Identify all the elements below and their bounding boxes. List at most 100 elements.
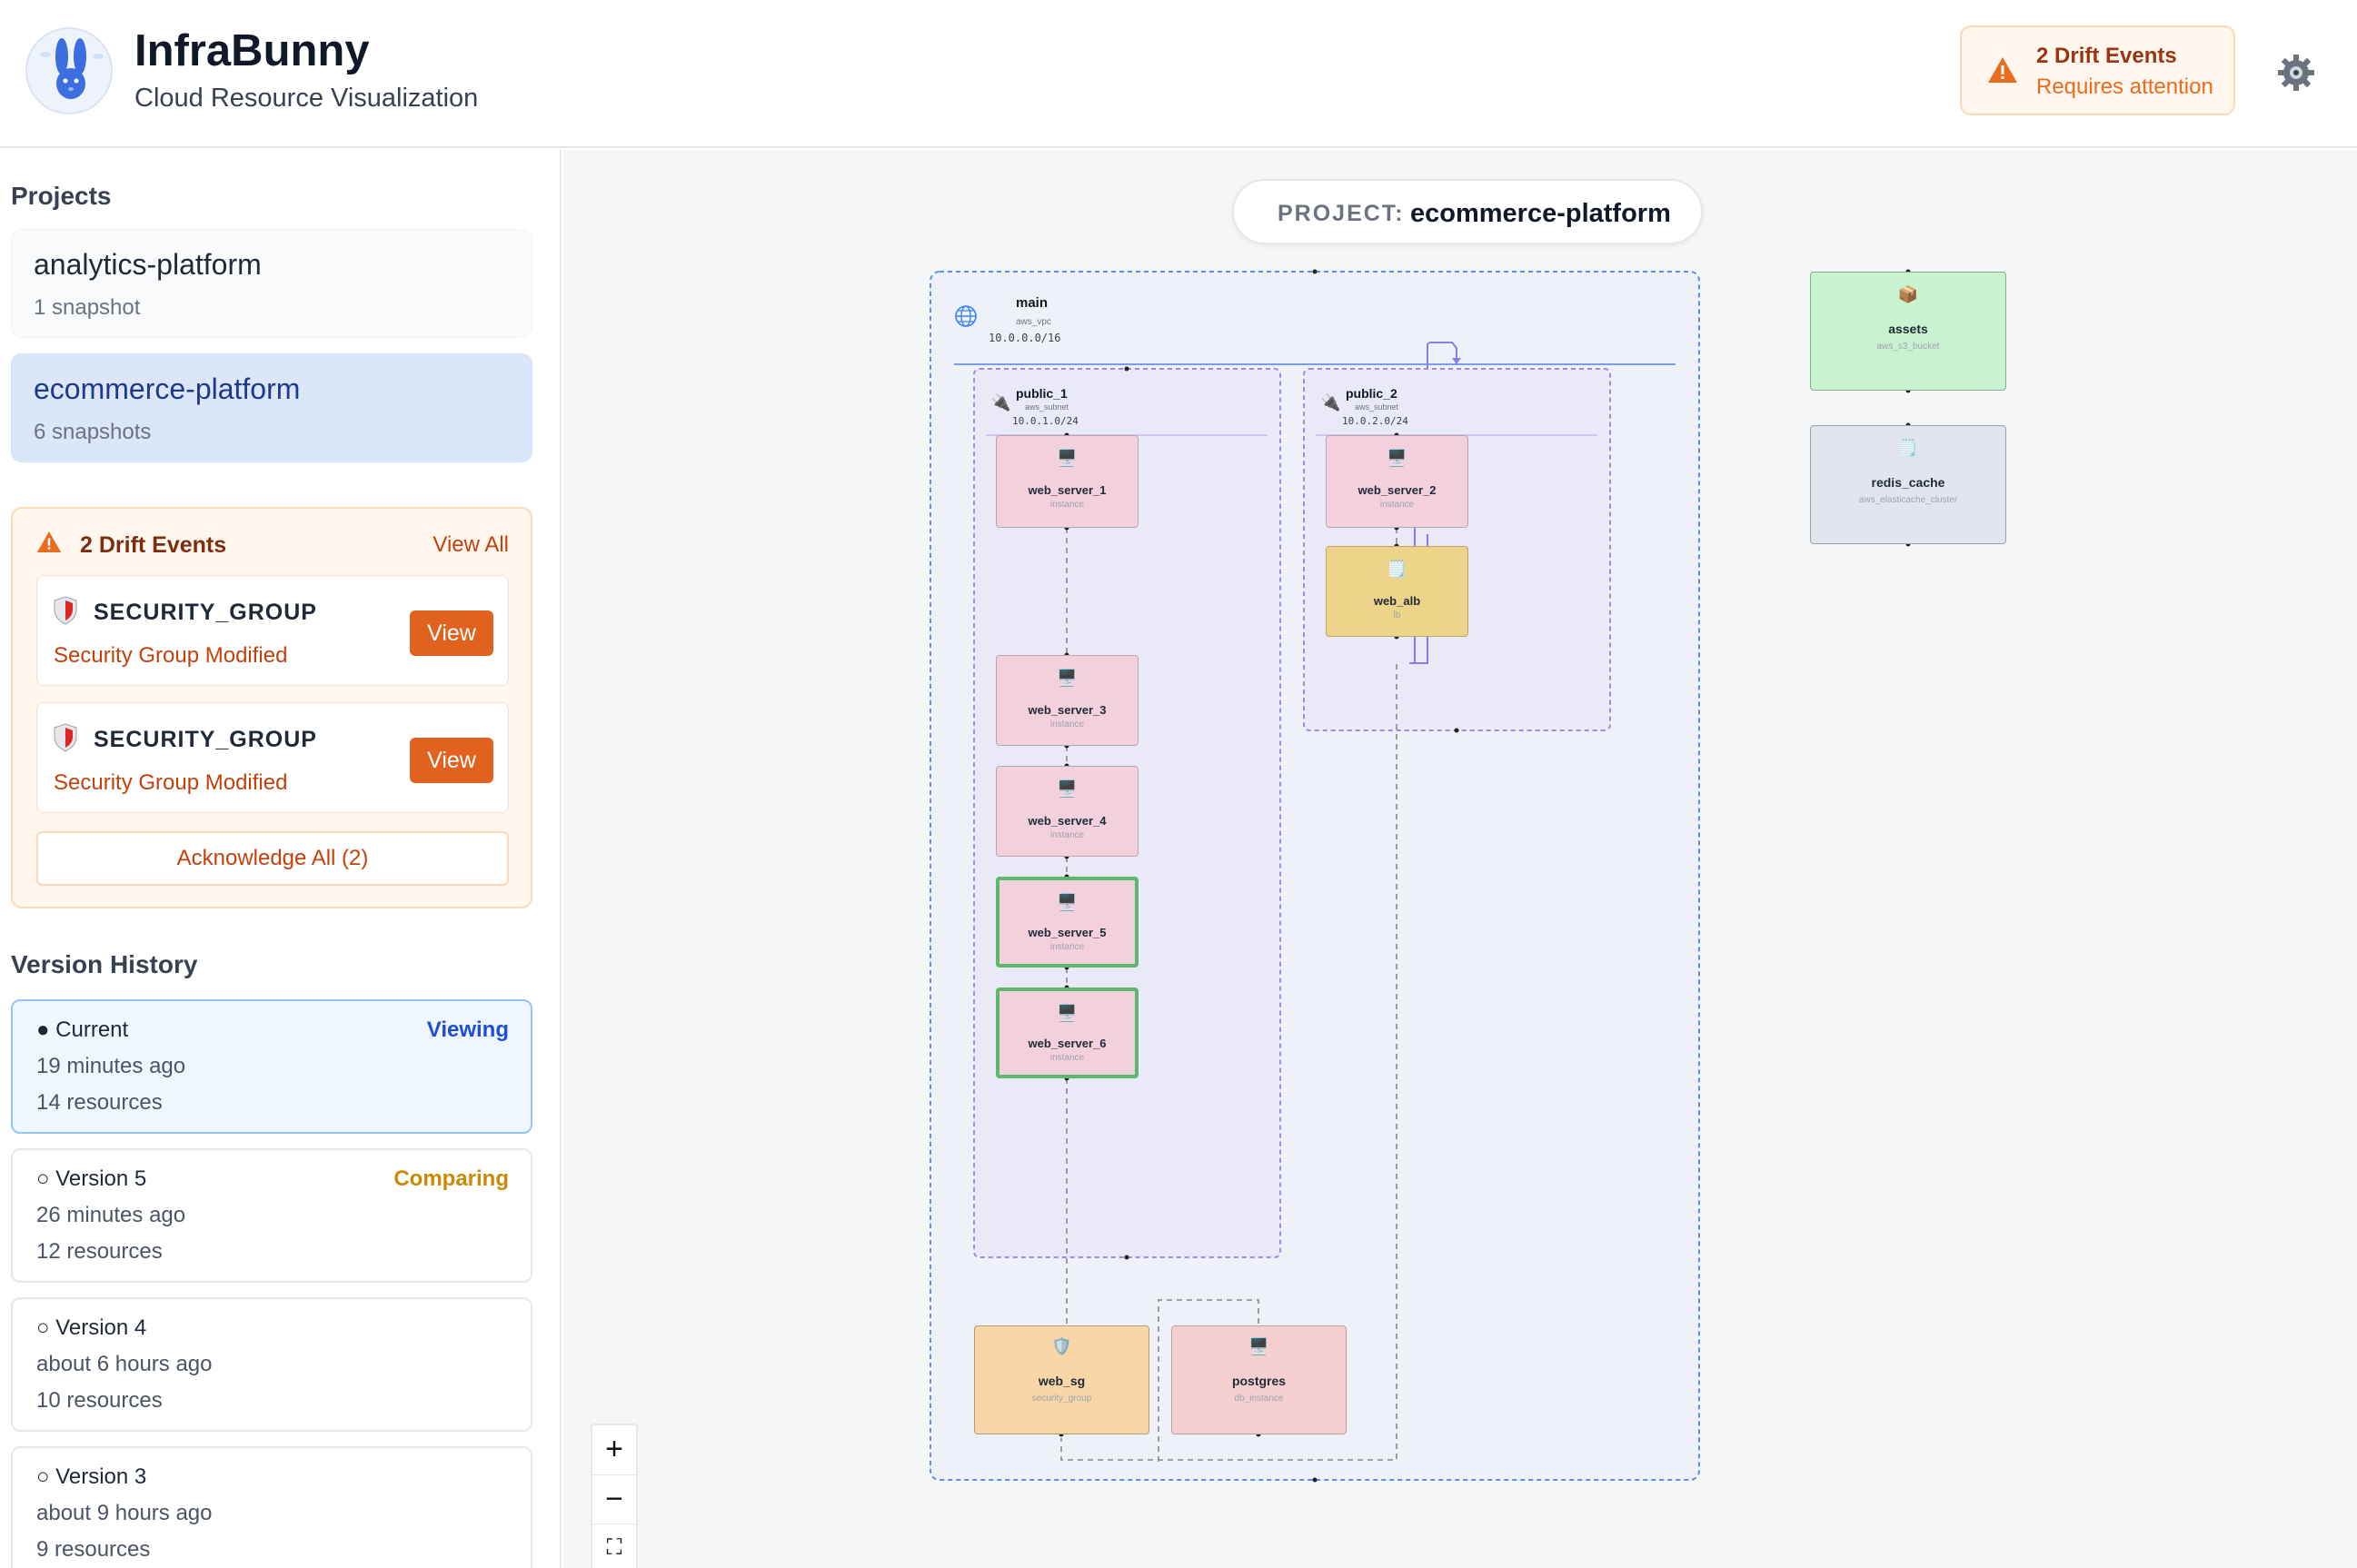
- monitor-icon: 🖥️: [1057, 1004, 1078, 1022]
- drift-event-item: SECURITY_GROUP Security Group Modified V…: [36, 575, 509, 686]
- node-redis-cache[interactable]: 🗒️ redis_cache aws_elasticache_cluster: [1810, 425, 2006, 544]
- comparing-badge: Comparing: [393, 1166, 509, 1191]
- project-item-ecommerce-platform[interactable]: ecommerce-platform 6 snapshots: [11, 353, 532, 462]
- zoom-in-button[interactable]: +: [605, 1432, 623, 1466]
- acknowledge-all-button[interactable]: Acknowledge All (2): [36, 831, 509, 886]
- plug-icon: 🔌: [1320, 393, 1341, 412]
- node-name: redis_cache: [1871, 475, 1945, 490]
- version-item-3[interactable]: ○ Version 3 about 9 hours ago 9 resource…: [11, 1446, 532, 1568]
- node-type: instance: [1379, 500, 1415, 510]
- node-assets[interactable]: 📦 assets aws_s3_bucket: [1810, 272, 2006, 391]
- subnet-cidr: 10.0.1.0/24: [1012, 415, 1079, 427]
- globe-icon: [954, 304, 978, 332]
- node-web-server-4[interactable]: 🖥️ web_server_4 instance: [996, 766, 1139, 857]
- node-name: web_server_6: [1028, 1037, 1107, 1050]
- app-title: InfraBunny: [134, 26, 370, 75]
- shield-icon: [54, 596, 77, 630]
- node-name: web_server_1: [1028, 483, 1107, 497]
- version-item-current[interactable]: ● Current 19 minutes ago 14 resources Vi…: [11, 999, 532, 1134]
- sidebar: Projects analytics-platform 1 snapshot e…: [0, 150, 562, 1568]
- node-type: security_group: [1031, 1394, 1092, 1404]
- warning-icon: [1987, 56, 2018, 88]
- version-item-5[interactable]: ○ Version 5 26 minutes ago 12 resources …: [11, 1148, 532, 1283]
- drift-alert-subtitle: Requires attention: [2036, 74, 2213, 99]
- node-web-server-1[interactable]: 🖥️ web_server_1 instance: [996, 435, 1139, 528]
- drift-events-panel: 2 Drift Events View All SECURITY_GROUP S…: [11, 507, 532, 908]
- project-label-pill: PROJECT: ecommerce-platform: [1232, 179, 1703, 244]
- node-type: instance: [1049, 500, 1085, 510]
- subnet-type: aws_subnet: [1355, 402, 1399, 412]
- version-history-heading: Version History: [11, 950, 198, 978]
- zoom-controls: + − ⛶: [591, 1424, 638, 1568]
- monitor-icon: 🖥️: [1057, 779, 1078, 798]
- node-type: instance: [1049, 830, 1085, 840]
- node-name: web_server_4: [1028, 814, 1107, 828]
- node-type: aws_elasticache_cluster: [1858, 495, 1958, 505]
- node-name: web_server_2: [1358, 483, 1437, 497]
- app-header: InfraBunny Cloud Resource Visualization …: [0, 0, 2357, 148]
- drift-event-description: Security Group Modified: [54, 643, 288, 668]
- version-time: 19 minutes ago: [36, 1054, 186, 1078]
- project-name: analytics-platform: [34, 248, 262, 281]
- node-type: aws_s3_bucket: [1876, 342, 1940, 352]
- monitor-icon: 🖥️: [1057, 893, 1078, 911]
- node-name: web_server_5: [1028, 926, 1107, 939]
- drift-event-description: Security Group Modified: [54, 770, 288, 795]
- drift-event-type: SECURITY_GROUP: [94, 600, 317, 625]
- viewing-badge: Viewing: [426, 1017, 509, 1042]
- graph-canvas[interactable]: PROJECT: ecommerce-platform main aws_vpc…: [563, 150, 2357, 1568]
- node-web-alb[interactable]: 🗒️ web_alb lb: [1326, 546, 1468, 637]
- project-value: ecommerce-platform: [1410, 199, 1671, 228]
- subnet-name: public_1: [1016, 386, 1068, 401]
- version-resources: 10 resources: [36, 1388, 163, 1413]
- monitor-icon: 🖥️: [1387, 449, 1407, 467]
- project-name: ecommerce-platform: [34, 372, 301, 405]
- node-name: postgres: [1231, 1374, 1287, 1388]
- node-web-server-2[interactable]: 🖥️ web_server_2 instance: [1326, 435, 1468, 528]
- project-snapshot-count: 1 snapshot: [34, 295, 141, 320]
- view-drift-button[interactable]: View: [410, 738, 493, 783]
- graph-edges-layer: [930, 269, 1911, 1483]
- version-label: ○ Version 5: [36, 1166, 147, 1191]
- version-time: about 9 hours ago: [36, 1501, 213, 1525]
- fit-view-button[interactable]: ⛶: [592, 1523, 636, 1568]
- version-resources: 9 resources: [36, 1537, 151, 1562]
- project-snapshot-count: 6 snapshots: [34, 420, 152, 444]
- warning-icon: [36, 531, 62, 558]
- node-type: db_instance: [1234, 1394, 1284, 1404]
- version-item-4[interactable]: ○ Version 4 about 6 hours ago 10 resourc…: [11, 1297, 532, 1432]
- node-web-server-5[interactable]: 🖥️ web_server_5 instance: [996, 877, 1139, 968]
- node-name: web_sg: [1038, 1374, 1086, 1388]
- view-drift-button[interactable]: View: [410, 610, 493, 656]
- monitor-icon: 🖥️: [1057, 449, 1078, 467]
- package-icon: 📦: [1897, 285, 1919, 303]
- node-web-sg[interactable]: 🛡️ web_sg security_group: [974, 1325, 1149, 1434]
- drift-events-title: 2 Drift Events: [80, 532, 227, 558]
- zoom-out-button[interactable]: −: [592, 1474, 636, 1522]
- shield-icon: [54, 723, 77, 757]
- node-name: assets: [1888, 322, 1928, 336]
- node-name: web_alb: [1373, 594, 1421, 608]
- gear-icon[interactable]: [2274, 51, 2318, 94]
- version-resources: 12 resources: [36, 1239, 163, 1264]
- shield-icon: 🛡️: [1051, 1337, 1072, 1355]
- node-type: instance: [1049, 942, 1085, 952]
- bunny-logo-icon: [25, 27, 113, 114]
- monitor-icon: 🖥️: [1057, 669, 1078, 687]
- vpc-type: aws_vpc: [1016, 317, 1051, 327]
- node-type: instance: [1049, 719, 1085, 729]
- node-web-server-6[interactable]: 🖥️ web_server_6 instance: [996, 987, 1139, 1078]
- version-label: ● Current: [36, 1017, 129, 1042]
- version-time: 26 minutes ago: [36, 1203, 186, 1227]
- view-all-link[interactable]: View All: [433, 532, 509, 557]
- drift-event-type: SECURITY_GROUP: [94, 727, 317, 752]
- projects-heading: Projects: [11, 182, 112, 210]
- app-subtitle: Cloud Resource Visualization: [134, 84, 479, 113]
- drift-alert-banner[interactable]: 2 Drift Events Requires attention: [1960, 25, 2235, 115]
- subnet-name: public_2: [1346, 386, 1397, 401]
- node-web-server-3[interactable]: 🖥️ web_server_3 instance: [996, 655, 1139, 746]
- node-postgres[interactable]: 🖥️ postgres db_instance: [1171, 1325, 1347, 1434]
- project-item-analytics-platform[interactable]: analytics-platform 1 snapshot: [11, 229, 532, 338]
- vpc-name: main: [1016, 295, 1049, 311]
- drift-alert-title: 2 Drift Events: [2036, 44, 2177, 68]
